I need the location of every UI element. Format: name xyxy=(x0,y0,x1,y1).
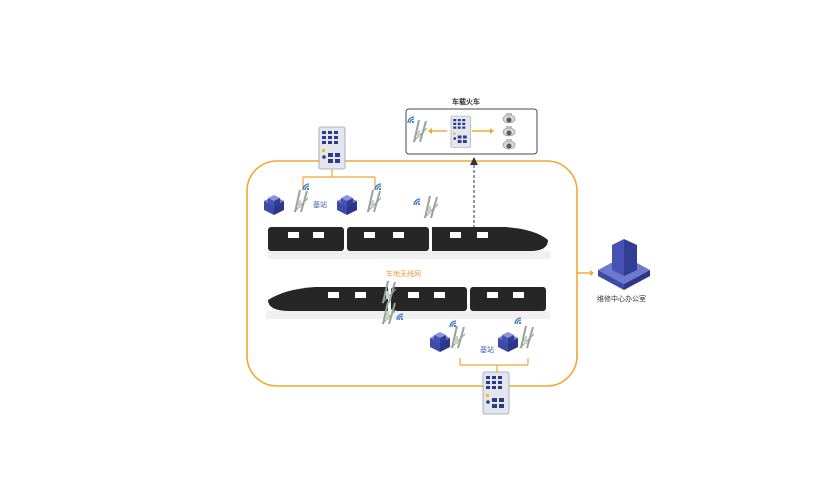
base-station-label-bottom: 基站 xyxy=(480,346,494,354)
switch-icon xyxy=(318,126,346,170)
wifi-signal-icon xyxy=(413,198,421,206)
base-station-label-top: 基站 xyxy=(313,201,327,209)
building-icon xyxy=(430,332,450,352)
antenna-icon xyxy=(519,325,535,349)
wifi-signal-icon xyxy=(449,320,457,328)
building-icon xyxy=(264,195,284,215)
onboard-train-label: 车载火车 xyxy=(452,98,480,106)
antenna-icon xyxy=(423,195,439,219)
building-icon xyxy=(337,195,357,215)
maintenance-center-label: 维修中心办公室 xyxy=(597,295,646,303)
train-icon xyxy=(266,287,550,319)
server-tower-icon xyxy=(598,239,650,290)
antenna-icon xyxy=(366,189,382,213)
onboard-train-box xyxy=(405,108,538,155)
wifi-signal-icon xyxy=(302,183,310,191)
switch-icon xyxy=(450,115,471,148)
train-ring-label: 车地无线网 xyxy=(386,270,421,278)
antenna-icon xyxy=(293,189,309,213)
wifi-signal-icon xyxy=(374,183,382,191)
antenna-icon xyxy=(450,325,466,349)
building-icon xyxy=(498,332,518,352)
train-icon xyxy=(268,227,550,259)
switch-icon xyxy=(482,371,510,415)
